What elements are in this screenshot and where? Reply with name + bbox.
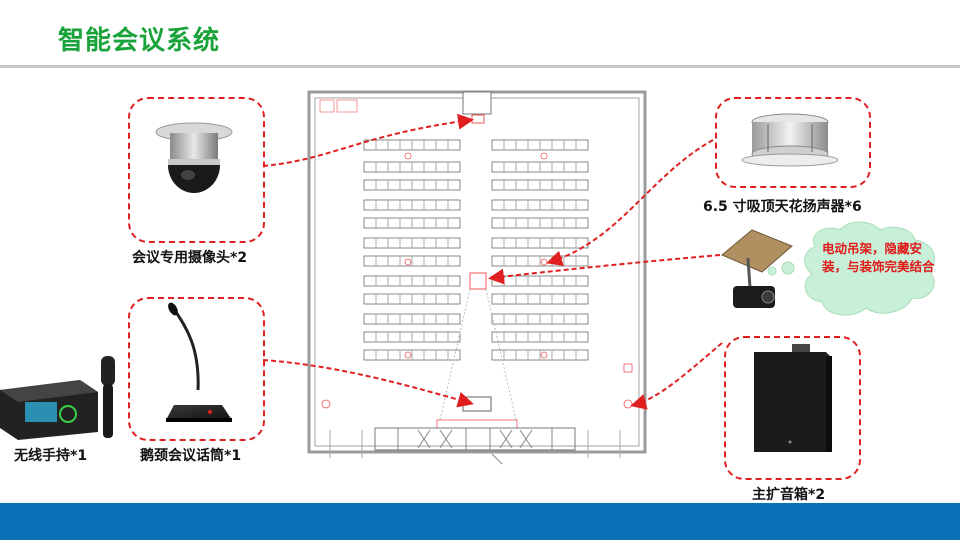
projector-note: 电动吊架，隐藏安装，与装饰完美结合 (822, 241, 935, 274)
camera-label: 会议专用摄像头*2 (132, 250, 248, 266)
camera-connector (262, 113, 474, 167)
note-cloud (767, 221, 935, 316)
gooseneck-connector (262, 359, 474, 408)
ptz-dome-camera-icon (155, 122, 233, 193)
projector-connector (488, 254, 721, 285)
ceiling-speaker-connector (546, 139, 714, 267)
footer-bar (0, 503, 960, 540)
wall-speaker-icon (754, 344, 832, 452)
title-divider (0, 65, 960, 68)
main-speaker-connector (630, 342, 723, 410)
ceiling-speaker-label: 6.5 寸吸顶天花扬声器*6 (703, 199, 862, 215)
wireless-label: 无线手持*1 (14, 448, 88, 464)
gooseneck-microphone-icon (166, 302, 232, 422)
main-speaker-label: 主扩音箱*2 (752, 487, 826, 503)
wireless-handheld-mic-icon (0, 356, 115, 440)
gooseneck-label: 鹅颈会议话筒*1 (140, 448, 242, 464)
page-title: 智能会议系统 (58, 26, 221, 56)
ceiling-speaker-icon (741, 113, 839, 167)
ceiling-projector-mount-icon (721, 229, 793, 308)
floor-plan (307, 90, 647, 465)
connector-lines (262, 113, 723, 410)
